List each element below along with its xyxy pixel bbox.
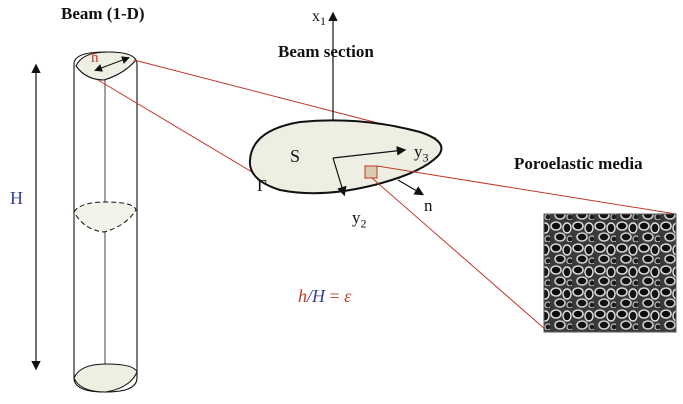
media-projection-bottom: [371, 177, 547, 331]
y2-axis: [332, 157, 347, 197]
poroelastic-media-image: [543, 213, 677, 333]
gamma-label: Γ: [257, 176, 267, 195]
beam-bottom-section: [73, 363, 138, 393]
ratio-equation: h/H = ε: [298, 286, 352, 306]
beam-title: Beam (1-D): [61, 4, 145, 23]
y3-axis: [332, 146, 407, 159]
normal-n-label: n: [424, 196, 433, 215]
beam-cylinder: [73, 51, 138, 393]
beam-section-title: Beam section: [278, 42, 374, 61]
h-label: h: [91, 50, 99, 66]
normal-vector-arrow: [397, 179, 425, 196]
poroelastic-media-title: Poroelastic media: [514, 154, 643, 173]
media-projection-top: [376, 165, 677, 215]
beam-mid-section: [73, 201, 137, 233]
x1-label: x1: [312, 8, 326, 29]
h-dimension-arrow: [94, 56, 130, 72]
H-label: H: [10, 188, 23, 208]
S-label: S: [290, 146, 301, 166]
projection-line-bottom: [97, 79, 263, 179]
y2-label: y2: [352, 208, 367, 231]
material-sample-square: [364, 165, 378, 179]
y3-label: y3: [414, 142, 429, 165]
